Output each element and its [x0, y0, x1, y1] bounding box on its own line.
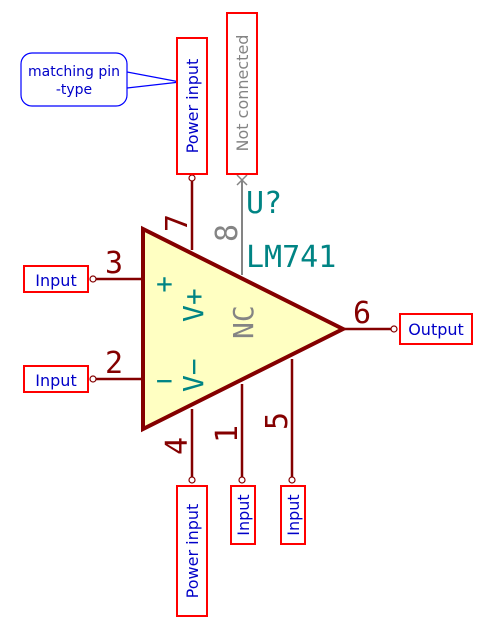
label-text: Input [35, 271, 76, 290]
pin-number-6: 6 [353, 296, 371, 331]
component-value: LM741 [246, 240, 336, 275]
note-pointer [126, 71, 181, 89]
pin-number-3: 3 [105, 246, 123, 281]
note-line-2: -type [56, 82, 92, 98]
label-output-pin6[interactable]: Output [399, 313, 473, 345]
label-text: Output [408, 320, 464, 339]
pin-number-5: 5 [260, 412, 295, 430]
label-box [399, 313, 473, 345]
label-input-pin1[interactable]: Input [230, 485, 256, 545]
pin-name-vneg: V− [177, 358, 210, 392]
pin-number-8: 8 [210, 224, 245, 242]
label-box [280, 485, 306, 545]
pin-5-endpoint [288, 476, 296, 484]
pin-2-endpoint [89, 375, 97, 383]
label-nc-pin8[interactable]: Not connected [226, 12, 258, 175]
label-box [176, 485, 208, 617]
pin-numbers: 3 2 6 7 4 1 5 [105, 214, 371, 455]
pin-name-nc: NC [227, 305, 260, 339]
pin-4-endpoint [188, 476, 196, 484]
pin-3-endpoint [89, 275, 97, 283]
label-text: Power input [183, 504, 202, 599]
minus-input-sign: − [156, 364, 173, 397]
pin-name-vpos: V+ [177, 288, 210, 322]
note-line-1: matching pin [28, 64, 120, 80]
label-box [23, 365, 89, 393]
no-connect-x-icon [236, 174, 248, 186]
pin-6-endpoint [390, 325, 398, 333]
label-box [230, 485, 256, 545]
pin-names: + − V+ V− [156, 267, 210, 397]
component-reference: U? [246, 186, 282, 221]
pin-number-4: 4 [160, 437, 195, 455]
pin-number-2: 2 [105, 346, 123, 381]
label-input-pin5[interactable]: Input [280, 485, 306, 545]
label-text: Not connected [233, 35, 252, 152]
pin-7-endpoint [188, 174, 196, 182]
pin-number-1: 1 [210, 425, 245, 443]
opamp-body [141, 225, 348, 433]
pin-1-endpoint [238, 476, 246, 484]
note-callout: matching pin -type [20, 52, 181, 107]
label-box [23, 265, 89, 293]
label-power-pin4[interactable]: Power input [176, 485, 208, 617]
label-input-pin3[interactable]: Input [23, 265, 89, 293]
label-box [176, 37, 208, 175]
label-power-pin7[interactable]: Power input [176, 37, 208, 175]
label-input-pin2[interactable]: Input [23, 365, 89, 393]
label-box [226, 12, 258, 175]
pin-number-7: 7 [160, 214, 195, 232]
label-text: Power input [183, 59, 202, 154]
note-bubble [20, 52, 128, 107]
pin-wires [93, 180, 392, 478]
label-text: Input [35, 371, 76, 390]
label-text: Input [234, 494, 253, 535]
label-text: Input [284, 494, 303, 535]
plus-input-sign: + [156, 267, 173, 300]
